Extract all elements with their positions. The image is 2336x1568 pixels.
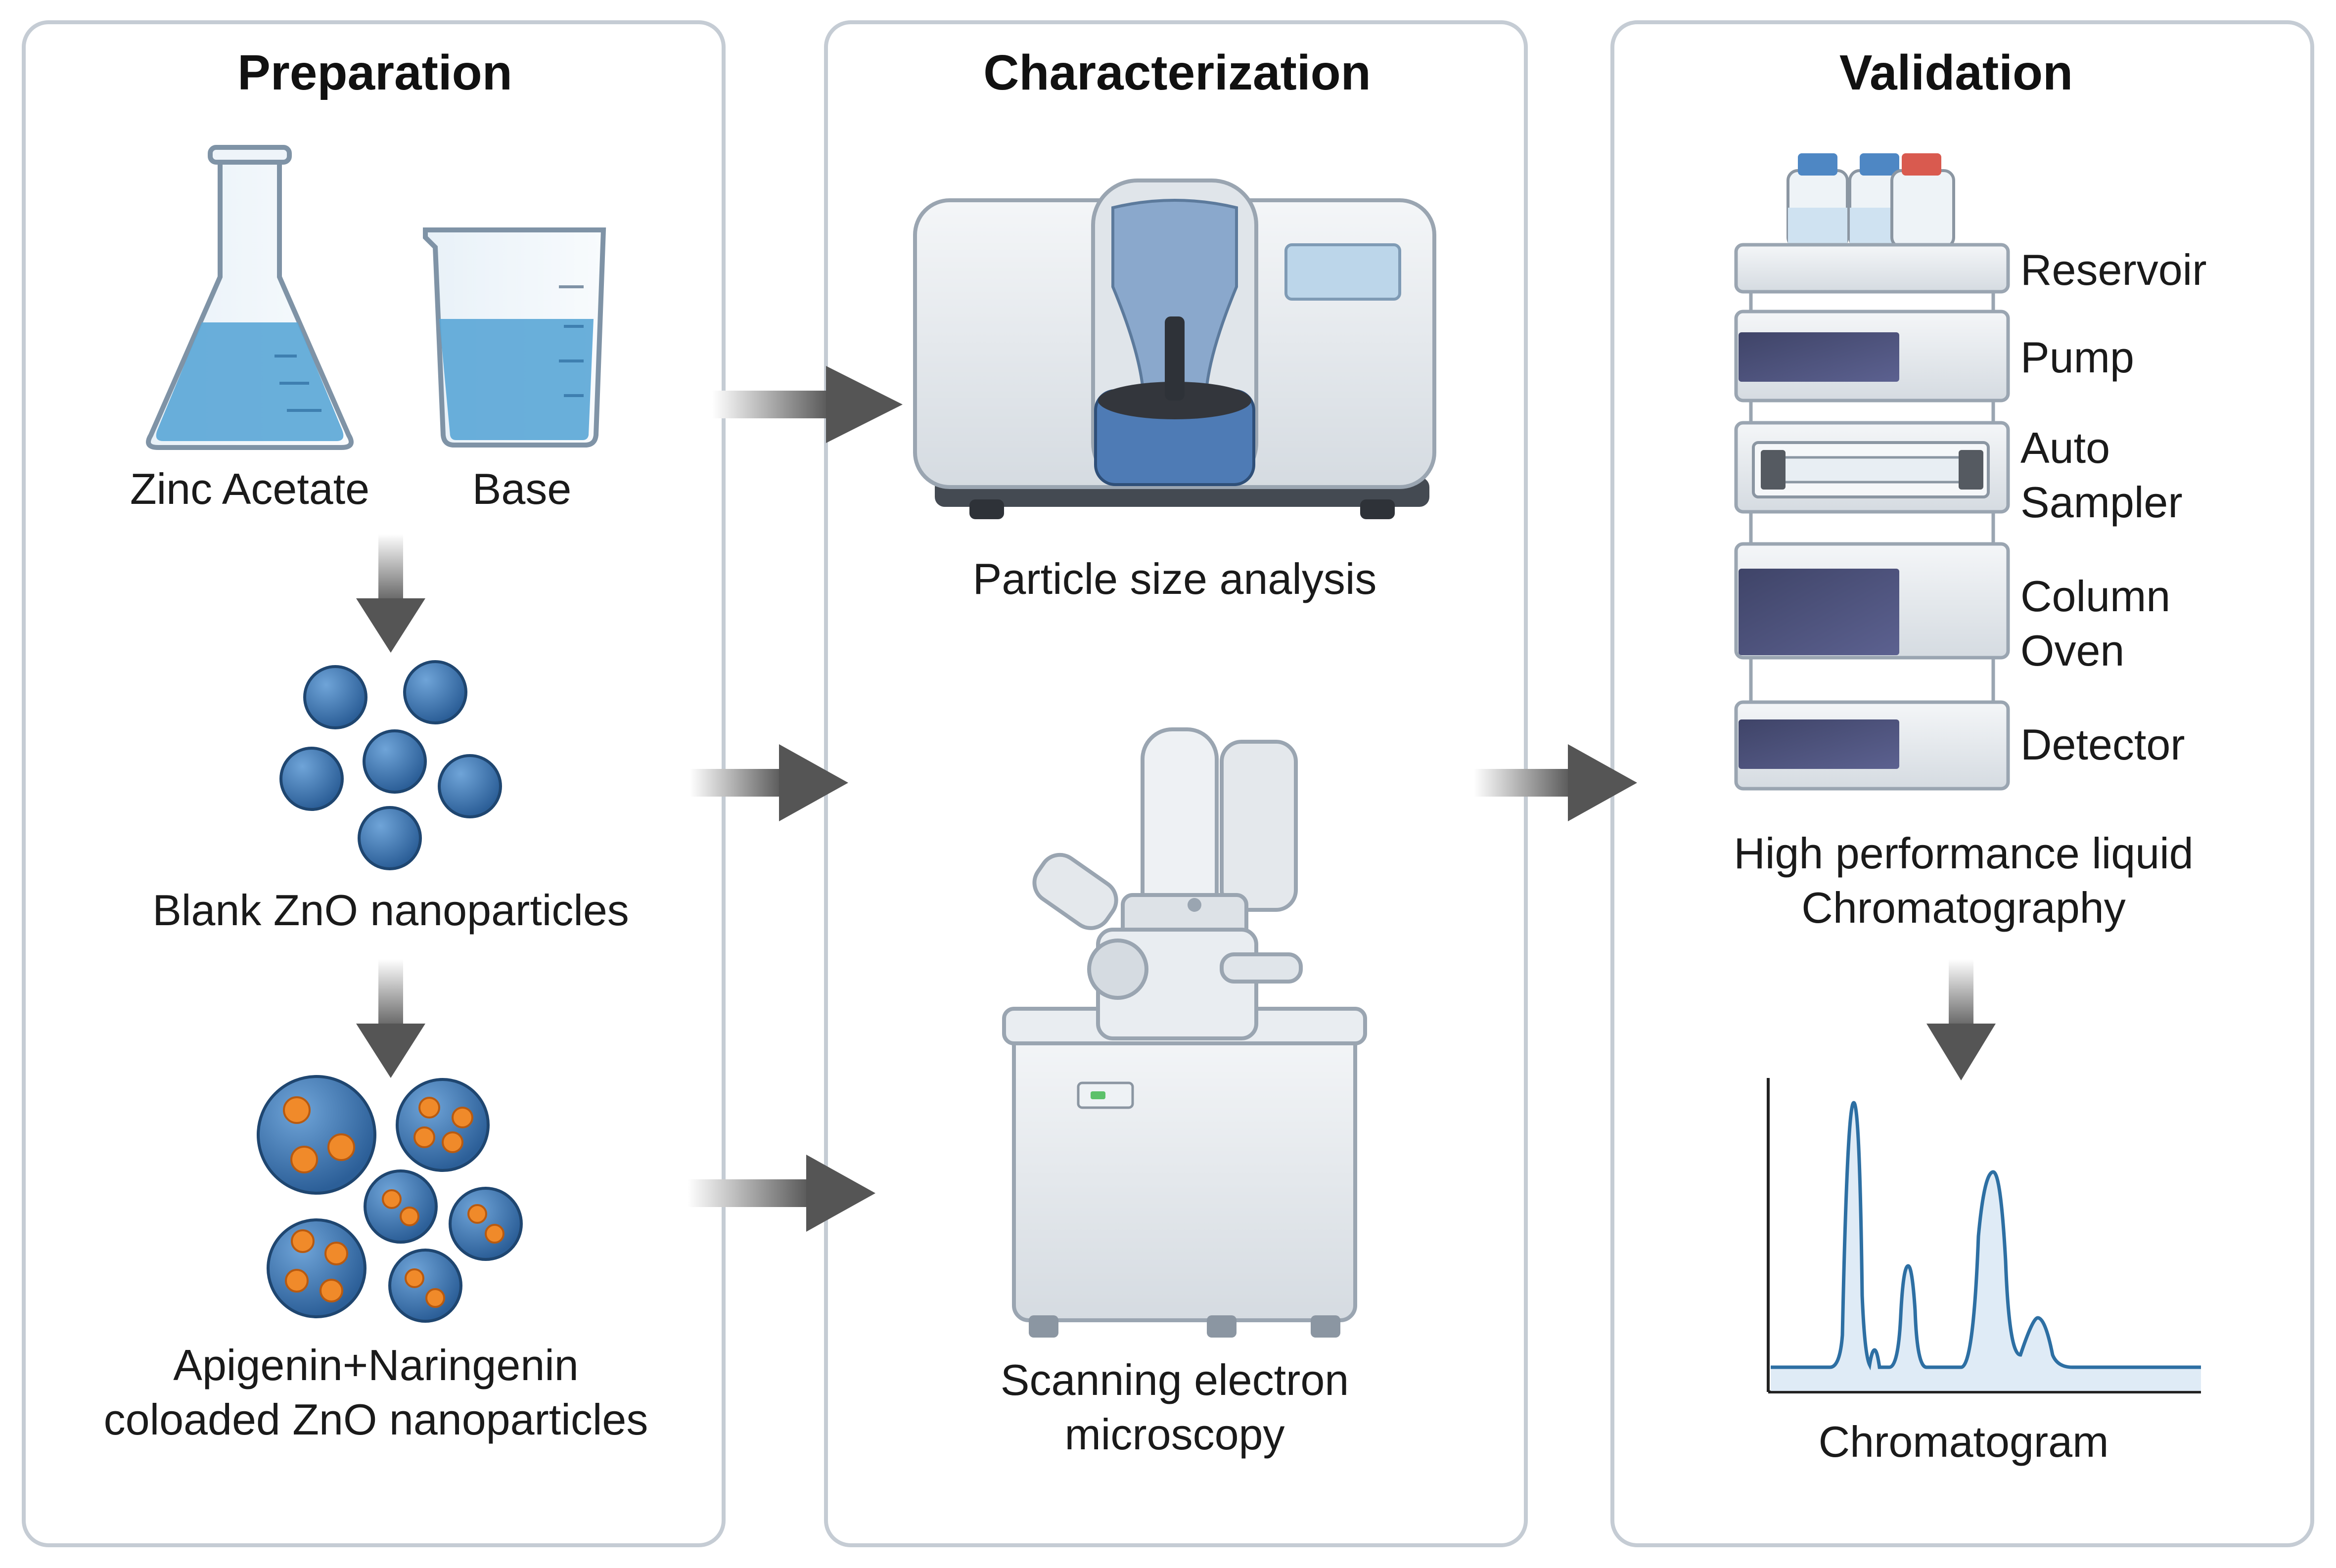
blank-nanoparticles-label: Blank ZnO nanoparticles — [152, 886, 629, 935]
reservoir-module — [1734, 243, 2010, 294]
right-arrow-icon — [690, 744, 848, 821]
right-arrow-icon — [1474, 744, 1637, 821]
characterization-title: Characterization — [983, 45, 1371, 100]
column-oven-label-line1: Column — [2020, 572, 2171, 621]
hplc-system-icon — [1734, 153, 2010, 791]
coloaded-label-line2: coloaded ZnO nanoparticles — [103, 1395, 648, 1444]
preparation-title: Preparation — [237, 45, 512, 100]
reservoir-label: Reservoir — [2020, 245, 2207, 294]
hplc-label-line1: High performance liquid — [1734, 829, 2194, 878]
particle-size-analysis-label: Particle size analysis — [972, 554, 1377, 603]
chromatogram-label: Chromatogram — [1818, 1417, 2109, 1466]
sem-label-line2: microscopy — [1064, 1410, 1285, 1459]
pump-label: Pump — [2020, 333, 2134, 382]
hplc-label-line2: Chromatography — [1801, 883, 2126, 932]
right-arrow-icon — [687, 1155, 875, 1232]
electron-microscope-icon — [1002, 727, 1367, 1338]
coloaded-label-line1: Apigenin+Naringenin — [173, 1341, 579, 1389]
autosampler-label-line2: Sampler — [2020, 478, 2183, 527]
beaker-icon — [423, 227, 606, 448]
particle-size-analyzer-icon — [913, 179, 1436, 519]
detector-label: Detector — [2020, 720, 2185, 769]
validation-title: Validation — [1839, 45, 2073, 100]
base-label: Base — [472, 464, 572, 513]
down-arrow-icon — [356, 534, 425, 653]
sem-label-line1: Scanning electron — [1000, 1355, 1349, 1404]
chromatogram-icon — [1767, 1078, 2201, 1393]
column-oven-label-line2: Oven — [2020, 626, 2125, 675]
down-arrow-icon — [356, 959, 425, 1078]
right-arrow-icon — [712, 366, 903, 443]
zinc-acetate-label: Zinc Acetate — [130, 464, 370, 513]
blank-nanoparticles-icon — [279, 660, 502, 870]
solvent-bottles-icon — [1786, 153, 1955, 249]
flask-icon — [146, 145, 354, 450]
autosampler-label-line1: Auto — [2020, 423, 2110, 472]
coloaded-nanoparticles-icon — [257, 1075, 523, 1323]
down-arrow-icon — [1926, 959, 1996, 1080]
